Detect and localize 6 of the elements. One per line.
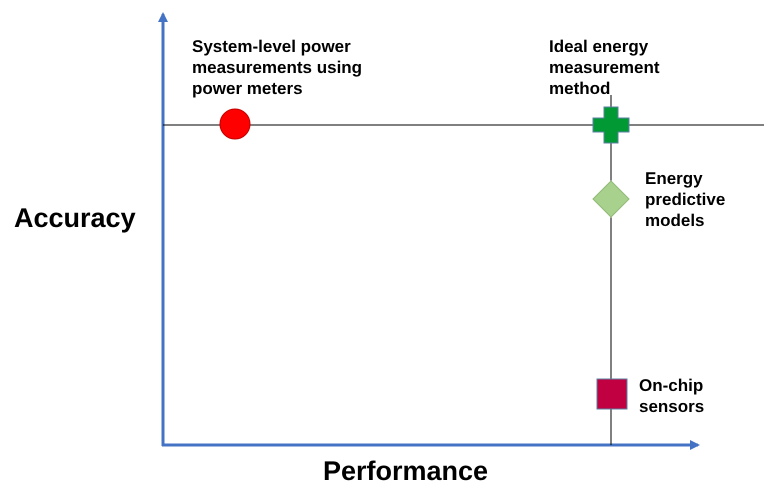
axis-title: Performance bbox=[323, 456, 488, 486]
marker-caption: Ideal energy measurement method bbox=[549, 36, 661, 99]
marker-caption: Energy predictive models bbox=[645, 168, 726, 231]
marker-caption: System-level power measurements using power meters bbox=[192, 36, 364, 99]
marker-caption: On-chip sensors bbox=[639, 375, 706, 417]
axis-title: Accuracy bbox=[14, 203, 136, 234]
